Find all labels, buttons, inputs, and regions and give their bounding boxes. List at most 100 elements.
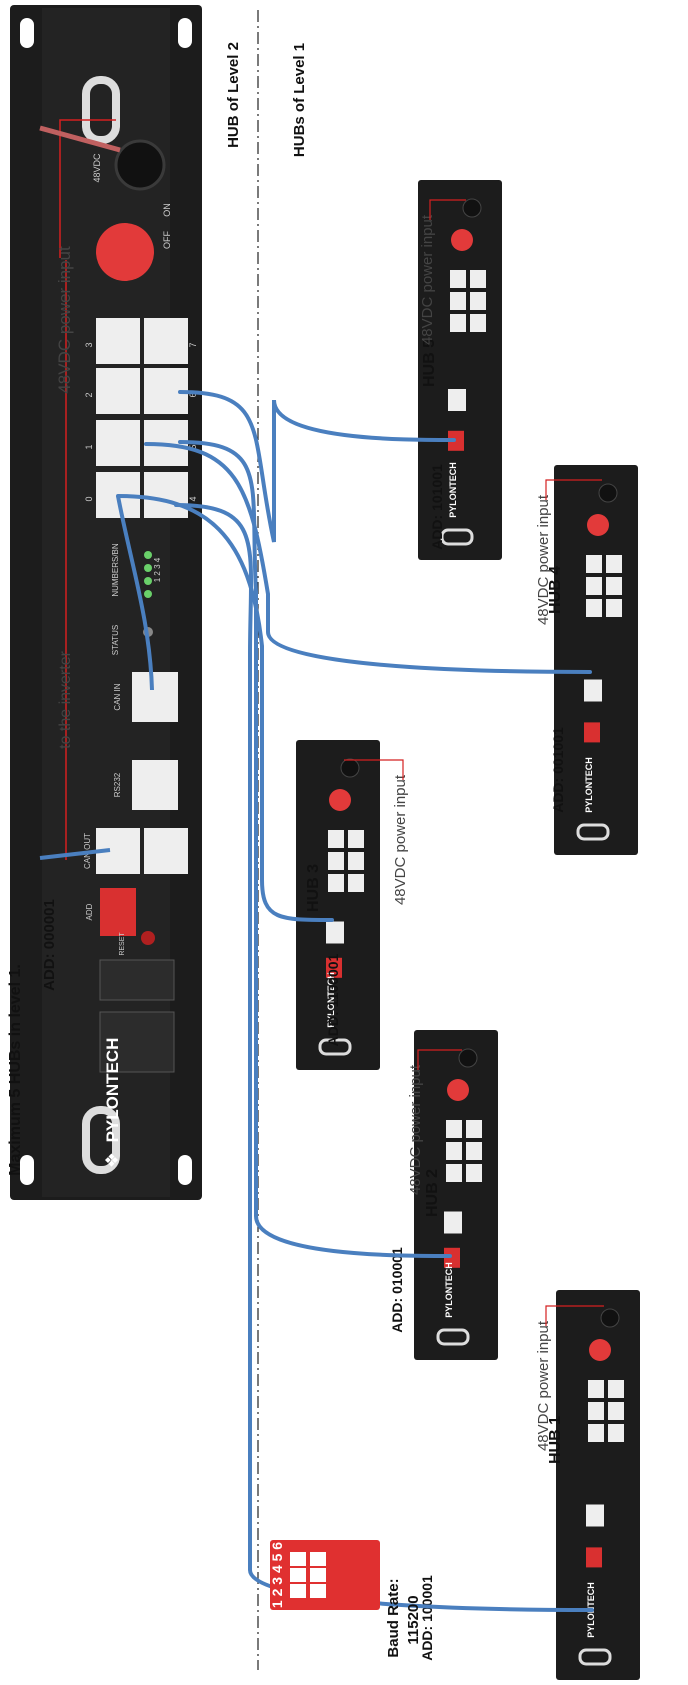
hub-device-3: PYLONTECH	[296, 740, 380, 1070]
port-icon	[446, 1142, 462, 1160]
power-connector-icon	[598, 483, 618, 503]
led-icon	[144, 577, 152, 585]
port-icon	[348, 874, 364, 892]
port-icon	[606, 555, 622, 573]
cable-to-hub-2	[178, 440, 452, 1258]
port-label: 0	[84, 496, 94, 501]
port-label: 6	[188, 392, 198, 397]
power-switch-icon	[329, 789, 351, 811]
hub-name-label: HUB 5	[421, 339, 438, 387]
brand-logo: PYLONTECH	[448, 462, 458, 518]
port-icon	[608, 1380, 624, 1398]
dip-switch-icon	[586, 1547, 602, 1568]
port-icon	[606, 599, 622, 617]
volt-label: 48VDC	[92, 153, 102, 183]
led-numbers: 1 2 3 4	[153, 557, 162, 582]
port-icon	[446, 1164, 462, 1182]
port-icon	[328, 852, 344, 870]
port-7	[144, 318, 188, 364]
main-address: ADD: 000001	[41, 899, 58, 991]
reset-label: RESET	[119, 932, 126, 956]
rack-slot-icon	[178, 1155, 192, 1185]
rack-slot-icon	[178, 18, 192, 48]
power-switch-icon	[451, 229, 473, 251]
level2-label: HUB of Level 2	[225, 42, 242, 148]
port-label: 3	[84, 342, 94, 347]
brand-logo: PYLONTECH	[326, 972, 336, 1028]
off-label: OFF	[162, 231, 172, 249]
power-arrow	[417, 1049, 462, 1070]
can-port-icon	[326, 921, 344, 944]
power-connector-icon	[458, 1048, 478, 1068]
port-icon	[586, 555, 602, 573]
power-switch-icon	[589, 1339, 611, 1361]
brand-logo: PYLONTECH	[444, 1262, 454, 1318]
baud-label: Baud Rate:	[385, 1578, 402, 1657]
port-icon	[470, 292, 486, 310]
power-switch-icon	[587, 514, 609, 536]
terminal-block	[99, 1011, 175, 1073]
port-icon	[348, 852, 364, 870]
rack-handle-icon	[436, 1328, 470, 1346]
port-icon	[586, 577, 602, 595]
port-icon	[470, 314, 486, 332]
inverter-cable	[39, 848, 111, 860]
port-icon	[466, 1120, 482, 1138]
led-icon	[144, 590, 152, 598]
rs232-port	[132, 760, 178, 810]
hub-device-4: PYLONTECH	[554, 465, 638, 855]
brand-logo: PYLONTECH	[103, 1038, 122, 1143]
can-port-icon	[584, 679, 602, 702]
main-hub-device: 48VDC ON OFF 3 2 1 0 7 6 5 4 NUMBERS/BN …	[10, 5, 202, 1200]
rs232-label: RS232	[113, 772, 122, 797]
port-label: 4	[188, 496, 198, 501]
power-connector-icon	[600, 1308, 620, 1328]
hub-name-label: HUB 2	[424, 1169, 441, 1217]
main-power-cable	[39, 125, 121, 153]
hub-address-label: ADD: 001001	[550, 727, 566, 813]
hub-address-label: ADD: 100001	[419, 1575, 435, 1661]
port-icon	[450, 270, 466, 288]
port-2	[96, 368, 140, 414]
power-connector-icon	[462, 198, 482, 218]
power-arrow	[429, 199, 466, 220]
port-icon	[470, 270, 486, 288]
hub-device-5: PYLONTECH	[418, 180, 502, 560]
port-icon	[588, 1424, 604, 1442]
baud-dip-illustration: 1 2 3 4 5 6	[269, 1540, 380, 1610]
on-label: ON	[162, 203, 172, 217]
power-input-label: 48VDC power input	[535, 1320, 552, 1451]
reset-button-icon	[141, 931, 155, 945]
main-power-arrow	[59, 119, 116, 258]
port-icon	[348, 830, 364, 848]
cable-layer	[39, 390, 594, 1612]
cable-to-hub-4	[144, 442, 592, 674]
hub-name-label: HUB 3	[305, 864, 322, 912]
rack-handle-icon	[440, 528, 474, 546]
power-input-label: 48VDC power input	[407, 1064, 424, 1195]
power-arrow	[344, 759, 404, 780]
rack-handle-icon	[318, 1038, 352, 1056]
port-icon	[606, 577, 622, 595]
can-port-icon	[448, 389, 466, 411]
dip-switch-icon	[444, 1247, 460, 1268]
hub-device-1: PYLONTECH	[556, 1290, 640, 1680]
led-icon	[144, 564, 152, 572]
status-label: STATUS	[111, 625, 120, 655]
port-3	[96, 318, 140, 364]
port-label: 1	[84, 444, 94, 449]
can-out-port-lower	[144, 828, 188, 874]
can-in-label: CAN IN	[113, 683, 122, 710]
power-arrow	[545, 479, 602, 500]
rack-handle-icon	[82, 1106, 120, 1174]
hub-address-label: ADD: 010001	[389, 1247, 405, 1333]
power-arrow	[545, 1305, 604, 1326]
hub-device-2: PYLONTECH	[414, 1030, 498, 1360]
rack-slot-icon	[20, 18, 34, 48]
port-icon	[608, 1402, 624, 1420]
port-icon	[586, 599, 602, 617]
add-label: ADD	[85, 903, 94, 920]
power-input-label: 48VDC power input	[419, 214, 436, 345]
